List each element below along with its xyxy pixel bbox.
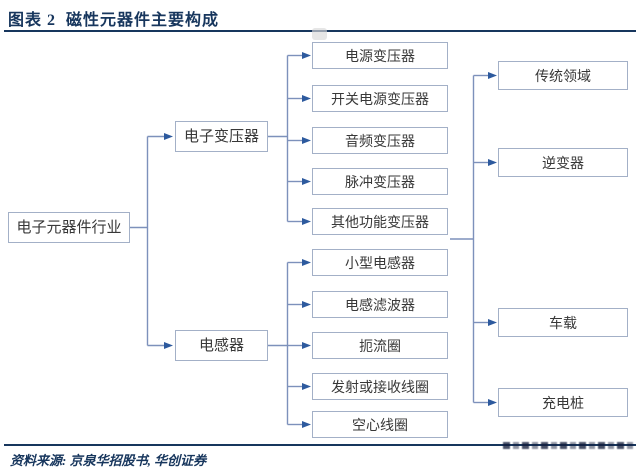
node-transmit-receive-coil: 发射或接收线圈	[312, 373, 448, 400]
gray-artifact	[312, 28, 327, 40]
footer-rule	[4, 444, 636, 446]
node-transformer-branch: 电子变压器	[175, 121, 268, 152]
node-charging-pile: 充电桩	[498, 388, 628, 417]
node-audio-transformer: 音频变压器	[312, 127, 448, 154]
watermark-smudge	[503, 442, 633, 449]
node-air-core-coil: 空心线圈	[312, 411, 448, 438]
node-choke-coil: 扼流圈	[312, 332, 448, 359]
node-other-function-transformer: 其他功能变压器	[312, 208, 448, 235]
source-note: 资料来源: 京泉华招股书, 华创证券	[10, 453, 207, 468]
node-small-inductor: 小型电感器	[312, 249, 448, 276]
node-pulse-transformer: 脉冲变压器	[312, 168, 448, 195]
node-power-transformer: 电源变压器	[312, 42, 448, 69]
node-traditional-field: 传统领域	[498, 61, 628, 90]
node-inductor-branch: 电感器	[175, 330, 268, 361]
node-inverter: 逆变器	[498, 148, 628, 177]
node-vehicle: 车载	[498, 308, 628, 337]
figure-title: 图表 2 磁性元器件主要构成	[8, 12, 220, 29]
arrowheads	[164, 52, 497, 428]
node-industry: 电子元器件行业	[8, 212, 130, 243]
node-switching-power-transformer: 开关电源变压器	[312, 85, 448, 112]
connector-strokes	[130, 54, 489, 426]
node-inductor-filter: 电感滤波器	[312, 291, 448, 318]
